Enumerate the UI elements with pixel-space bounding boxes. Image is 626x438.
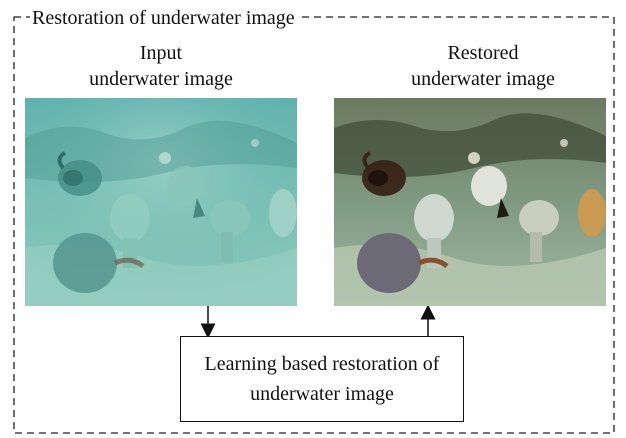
- method-line1: Learning based restoration of: [205, 349, 440, 379]
- restored-image-caption: Restored underwater image: [330, 40, 626, 92]
- input-caption-line2: underwater image: [26, 66, 296, 92]
- input-image-caption: Input underwater image: [26, 40, 296, 92]
- restored-underwater-photo: [334, 98, 606, 306]
- output-caption-line2: underwater image: [330, 66, 626, 92]
- input-caption-line1: Input: [26, 40, 296, 66]
- learning-method-box: Learning based restoration of underwater…: [180, 336, 464, 422]
- diagram-title: Restoration of underwater image: [30, 6, 297, 30]
- input-underwater-photo: [25, 98, 297, 306]
- output-caption-line1: Restored: [330, 40, 626, 66]
- method-line2: underwater image: [250, 379, 394, 409]
